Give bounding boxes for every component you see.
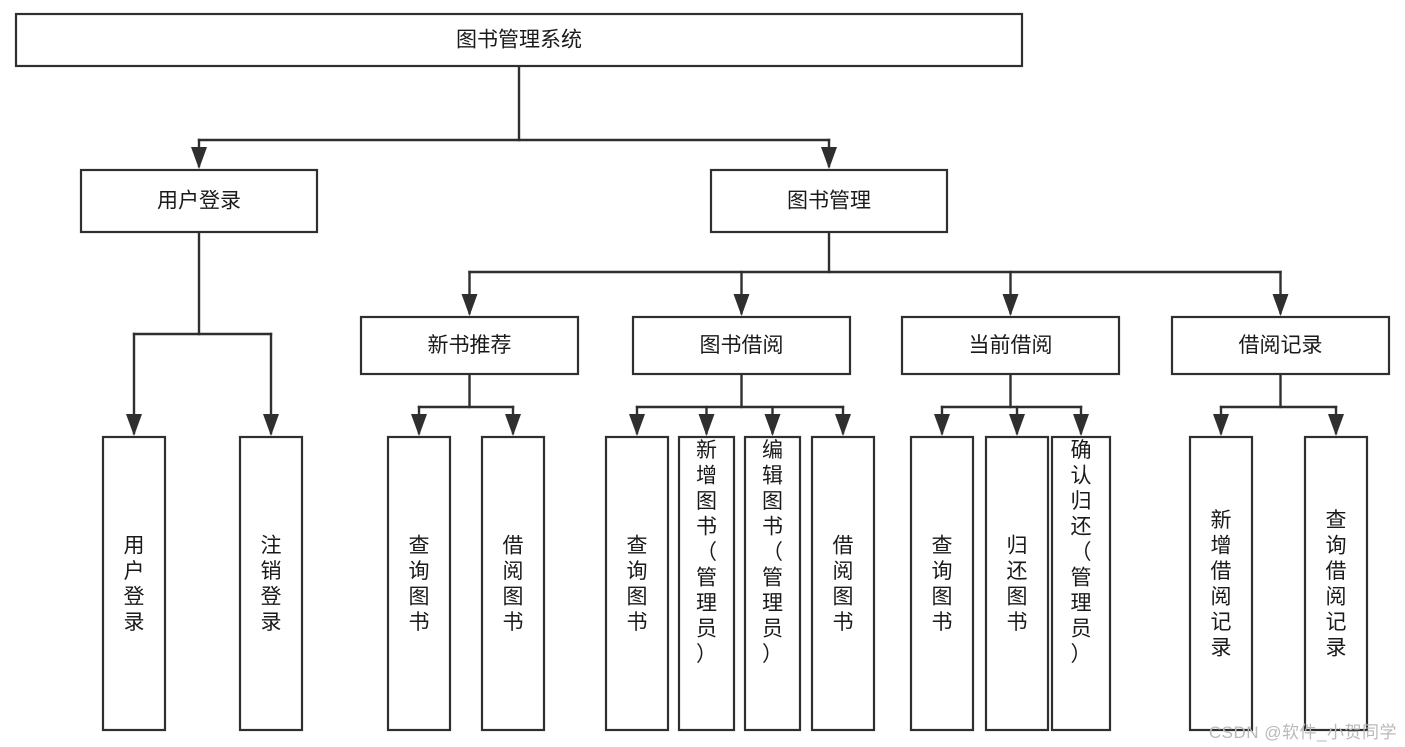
node-leaf-query-book-2-label: 查询图书	[627, 534, 648, 634]
node-leaf-add-record-rect	[1188, 435, 1254, 732]
arrow-to-current-borrow	[1002, 294, 1019, 316]
node-leaf-add-record-label: 新增借阅记录	[1211, 509, 1232, 660]
node-leaf-edit-book[interactable]: 编辑图书（管理员）	[743, 435, 802, 732]
arrow-to-leaf-borrow-book-1	[505, 414, 521, 436]
node-book-borrow-label: 图书借阅	[700, 334, 784, 357]
node-leaf-add-book[interactable]: 新增图书（管理员）	[677, 435, 736, 732]
node-borrow-record-rect	[1170, 315, 1391, 376]
node-leaf-borrow-book-1-rect	[480, 435, 546, 732]
arrow-to-leaf-query-book-2	[629, 414, 645, 436]
node-leaf-logout-rect	[238, 435, 304, 732]
arrow-to-book-borrow	[733, 294, 750, 316]
node-borrow-record[interactable]: 借阅记录	[1170, 315, 1391, 376]
node-leaf-query-book-2[interactable]: 查询图书	[604, 435, 670, 732]
node-book-borrow[interactable]: 图书借阅	[631, 315, 852, 376]
node-leaf-edit-book-label: 编辑图书（管理员）	[762, 439, 783, 666]
node-root-label: 图书管理系统	[456, 29, 582, 52]
arrow-to-leaf-confirm-return	[1073, 414, 1089, 436]
watermark-label: CSDN @软件_小贺同学	[1208, 723, 1397, 742]
node-layer: 图书管理系统用户登录图书管理新书推荐图书借阅当前借阅借阅记录用户登录注销登录查询…	[14, 12, 1391, 732]
node-leaf-confirm-return-label: 确认归还（管理员）	[1071, 439, 1092, 666]
node-new-book-rec-label: 新书推荐	[428, 334, 512, 357]
arrow-to-leaf-borrow-book-2	[835, 414, 851, 436]
node-leaf-borrow-book-2-rect	[810, 435, 876, 732]
node-leaf-query-book-3-label: 查询图书	[932, 534, 953, 634]
node-root-rect	[14, 12, 1024, 68]
node-current-borrow-rect	[900, 315, 1121, 376]
node-leaf-edit-book-rect	[743, 435, 802, 732]
node-leaf-query-book-2-rect	[604, 435, 670, 732]
node-leaf-borrow-book-2-label: 借阅图书	[833, 534, 854, 634]
node-leaf-user-login-rect	[101, 435, 167, 732]
node-leaf-user-login[interactable]: 用户登录	[101, 435, 167, 732]
arrow-to-user-login	[191, 147, 207, 169]
arrow-to-leaf-user-login	[126, 414, 142, 436]
node-leaf-return-book-label: 归还图书	[1007, 534, 1028, 634]
node-book-manage[interactable]: 图书管理	[709, 168, 949, 234]
arrow-to-book-manage	[821, 147, 837, 169]
node-leaf-add-record[interactable]: 新增借阅记录	[1188, 435, 1254, 732]
node-leaf-query-book-1-label: 查询图书	[409, 534, 430, 634]
node-leaf-add-book-rect	[677, 435, 736, 732]
node-leaf-query-book-3-rect	[909, 435, 975, 732]
node-borrow-record-label: 借阅记录	[1239, 334, 1323, 357]
node-current-borrow[interactable]: 当前借阅	[900, 315, 1121, 376]
node-book-borrow-rect	[631, 315, 852, 376]
arrow-to-leaf-logout	[263, 414, 279, 436]
node-leaf-return-book[interactable]: 归还图书	[984, 435, 1050, 732]
node-leaf-query-book-3[interactable]: 查询图书	[909, 435, 975, 732]
node-leaf-add-book-label: 新增图书（管理员）	[696, 439, 717, 666]
arrow-to-leaf-query-book-3	[934, 414, 950, 436]
node-leaf-borrow-book-1[interactable]: 借阅图书	[480, 435, 546, 732]
node-leaf-query-book-1[interactable]: 查询图书	[386, 435, 452, 732]
arrow-to-borrow-record	[1272, 294, 1289, 316]
arrow-to-leaf-edit-book	[764, 414, 781, 436]
node-leaf-borrow-book-1-label: 借阅图书	[503, 534, 524, 634]
arrow-to-leaf-query-book-1	[411, 414, 427, 436]
connector-layer	[126, 64, 1344, 436]
node-leaf-logout[interactable]: 注销登录	[238, 435, 304, 732]
node-book-manage-rect	[709, 168, 949, 234]
arrow-to-leaf-add-book	[698, 414, 715, 436]
node-leaf-confirm-return[interactable]: 确认归还（管理员）	[1050, 435, 1112, 732]
node-root[interactable]: 图书管理系统	[14, 12, 1024, 68]
arrow-to-new-book-rec	[461, 294, 478, 316]
node-user-login-label: 用户登录	[157, 190, 241, 213]
arrow-to-leaf-query-record	[1328, 414, 1344, 436]
node-new-book-rec-rect	[359, 315, 580, 376]
node-leaf-query-record[interactable]: 查询借阅记录	[1303, 435, 1369, 732]
node-leaf-query-record-rect	[1303, 435, 1369, 732]
node-user-login-rect	[79, 168, 319, 234]
node-leaf-borrow-book-2[interactable]: 借阅图书	[810, 435, 876, 732]
node-leaf-query-record-label: 查询借阅记录	[1326, 509, 1347, 660]
node-leaf-logout-label: 注销登录	[261, 534, 282, 634]
arrow-to-leaf-add-record	[1213, 414, 1229, 436]
node-new-book-rec[interactable]: 新书推荐	[359, 315, 580, 376]
arrow-to-leaf-return-book	[1009, 414, 1025, 436]
node-leaf-confirm-return-rect	[1050, 435, 1112, 732]
node-book-manage-label: 图书管理	[787, 190, 871, 213]
node-user-login[interactable]: 用户登录	[79, 168, 319, 234]
node-current-borrow-label: 当前借阅	[969, 334, 1053, 357]
node-leaf-user-login-label: 用户登录	[124, 534, 145, 634]
node-leaf-query-book-1-rect	[386, 435, 452, 732]
node-leaf-return-book-rect	[984, 435, 1050, 732]
